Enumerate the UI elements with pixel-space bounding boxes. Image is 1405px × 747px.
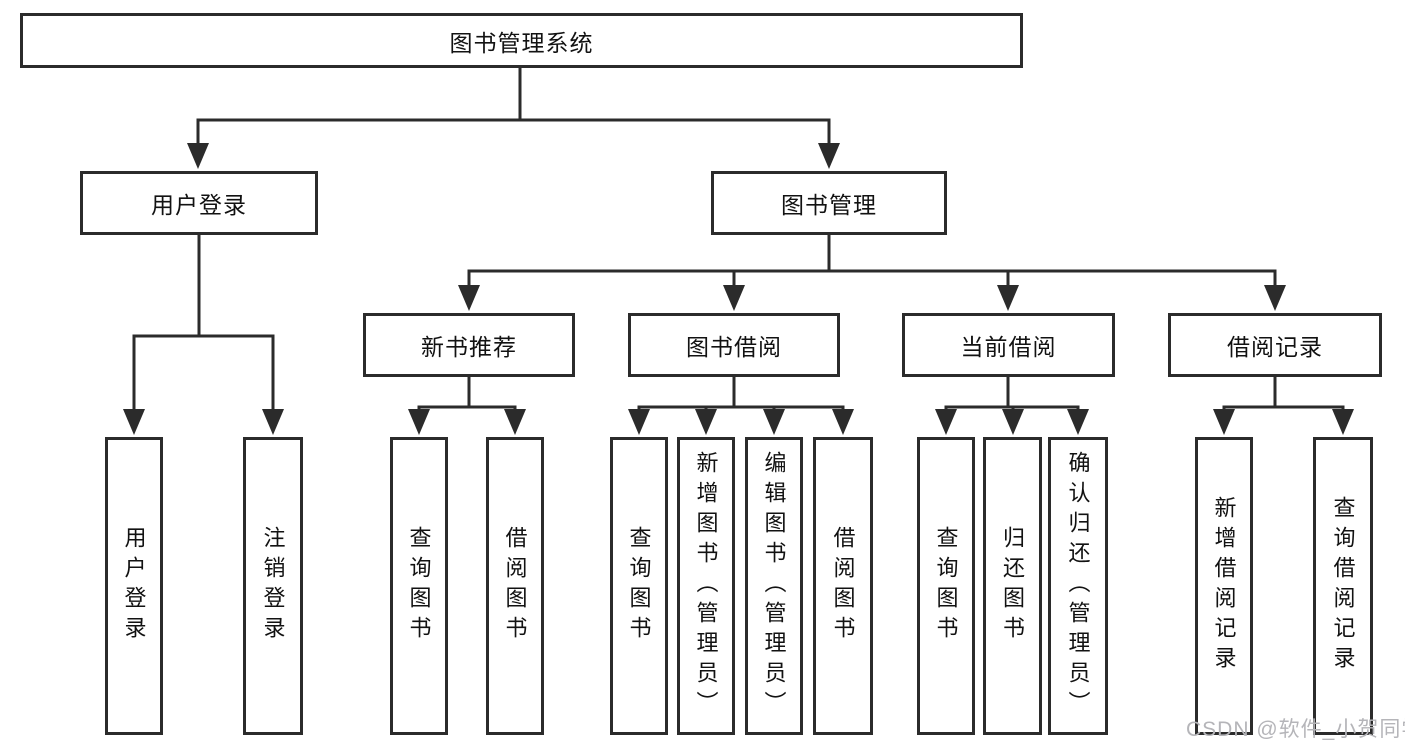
node-leaf-rec-query-books: 查询图书 [390,437,448,735]
watermark-text: CSDN @软件_小贺同学 [1186,718,1405,741]
node-leaf-bb-query-books: 查询图书 [610,437,668,735]
leaf-label: 借阅图书 [502,526,528,646]
arrow-icon [628,409,650,435]
node-new-book-recommend: 新书推荐 [363,313,575,377]
node-leaf-br-query-record: 查询借阅记录 [1313,437,1373,735]
node-leaf-user-login: 用户登录 [105,437,163,735]
leaf-label: 借阅图书 [830,526,856,646]
node-book-borrow: 图书借阅 [628,313,840,377]
leaf-label: 用户登录 [121,526,147,646]
leaf-label: 新增图书（管理员） [693,451,719,721]
node-leaf-cb-query-books: 查询图书 [917,437,975,735]
node-leaf-logout: 注销登录 [243,437,303,735]
arrow-icon [935,409,957,435]
node-book-management: 图书管理 [711,171,947,235]
leaf-label: 查询借阅记录 [1330,496,1356,676]
arrow-icon [504,409,526,435]
arrow-icon [832,409,854,435]
node-leaf-br-add-record: 新增借阅记录 [1195,437,1253,735]
node-leaf-bb-borrow-books: 借阅图书 [813,437,873,735]
arrow-icon [458,285,480,311]
arrow-icon [695,409,717,435]
leaf-label: 归还图书 [1000,526,1026,646]
arrow-icon [408,409,430,435]
node-leaf-rec-borrow-books: 借阅图书 [486,437,544,735]
arrow-icon [1002,409,1024,435]
arrow-icon [187,143,209,169]
leaf-label: 注销登录 [260,526,286,646]
arrow-icon [763,409,785,435]
leaf-label: 查询图书 [933,526,959,646]
arrow-icon [1264,285,1286,311]
arrow-icon [1332,409,1354,435]
arrow-icon [1067,409,1089,435]
node-library-system: 图书管理系统 [20,13,1023,68]
node-leaf-bb-edit-books-admin: 编辑图书（管理员） [745,437,803,735]
arrow-icon [997,285,1019,311]
leaf-label: 新增借阅记录 [1211,496,1237,676]
node-leaf-bb-add-books-admin: 新增图书（管理员） [677,437,735,735]
leaf-label: 查询图书 [626,526,652,646]
leaf-label: 编辑图书（管理员） [761,451,787,721]
node-leaf-cb-return-books: 归还图书 [983,437,1042,735]
node-current-borrow: 当前借阅 [902,313,1115,377]
arrow-icon [262,409,284,435]
arrow-icon [1213,409,1235,435]
arrowheads [123,143,1354,435]
node-user-login: 用户登录 [80,171,318,235]
node-borrow-record: 借阅记录 [1168,313,1382,377]
node-leaf-cb-confirm-return-admin: 确认归还（管理员） [1048,437,1108,735]
leaf-label: 确认归还（管理员） [1065,451,1091,721]
arrow-icon [723,285,745,311]
leaf-label: 查询图书 [406,526,432,646]
arrow-icon [123,409,145,435]
arrow-icon [818,143,840,169]
